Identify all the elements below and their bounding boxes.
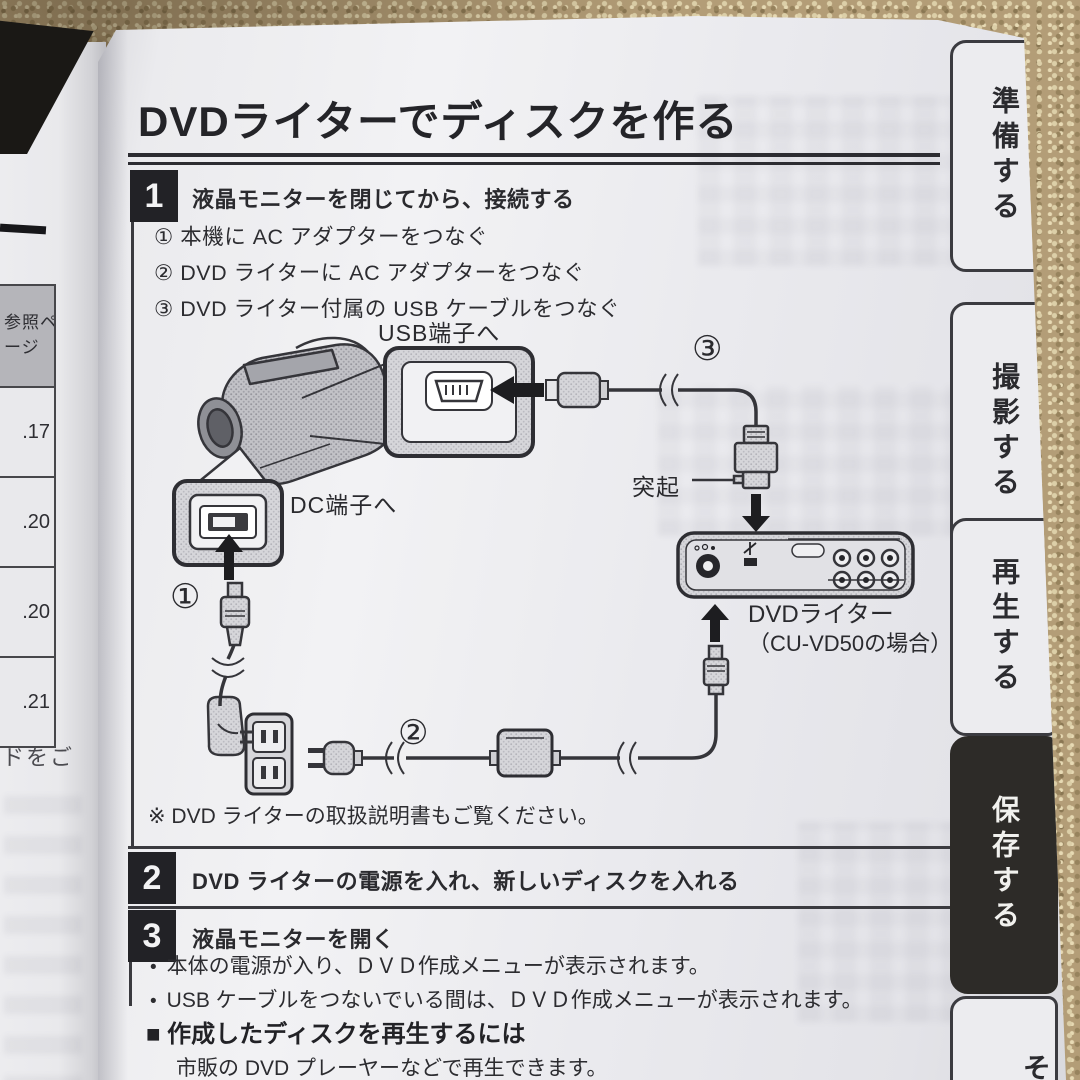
title-underline bbox=[128, 162, 940, 165]
separator-line bbox=[128, 846, 1034, 849]
side-tab-save: 保存する bbox=[950, 736, 1058, 994]
reference-page-table: 参照ページ .17 .20 .20 .21 bbox=[0, 284, 56, 748]
left-page-partial-text: ドをご bbox=[2, 745, 75, 770]
reference-table-row: .21 bbox=[0, 656, 54, 746]
diagram-marker-2: ② bbox=[398, 714, 429, 752]
step3-heading: 液晶モニターを開く bbox=[192, 927, 395, 952]
step3-bullet-1: 本体の電源が入り、ＤＶＤ作成メニューが表示されます。 bbox=[150, 950, 710, 980]
dvd-writer-name: DVDライター bbox=[748, 601, 894, 628]
separator-line bbox=[128, 906, 1034, 909]
substep-1: ① 本機に AC アダプターをつなぐ bbox=[154, 225, 489, 249]
reference-table-row: .20 bbox=[0, 566, 54, 656]
step2-heading: DVD ライターの電源を入れ、新しいディスクを入れる bbox=[192, 869, 740, 894]
step1-heading: 液晶モニターを閉じてから、接続する bbox=[192, 187, 575, 212]
print-bleedthrough bbox=[4, 784, 82, 1080]
left-page-title-rule bbox=[0, 223, 47, 235]
usb-terminal-label: USB端子へ bbox=[378, 320, 501, 346]
connection-diagram: USB端子へ DC端子へ 突起 ① ② ③ DVDライター （CU-VD50の場… bbox=[140, 318, 952, 802]
title-underline bbox=[128, 153, 940, 157]
step1-number: 1 bbox=[130, 170, 178, 222]
side-tab-partial: そ bbox=[950, 996, 1058, 1080]
step1-note: ※ DVD ライターの取扱説明書もご覧ください。 bbox=[148, 805, 599, 828]
side-tab-prepare: 準備する bbox=[950, 40, 1058, 272]
step1-box-border bbox=[131, 172, 134, 848]
side-tab-playback: 再生する bbox=[950, 518, 1058, 736]
substep-2: ② DVD ライターに AC アダプターをつなぐ bbox=[154, 261, 585, 285]
protrusion-label: 突起 bbox=[632, 474, 680, 500]
playback-section-heading: ■ 作成したディスクを再生するには bbox=[146, 1021, 526, 1048]
reference-table-row: .17 bbox=[0, 386, 54, 476]
diagram-marker-3: ③ bbox=[692, 330, 723, 368]
step3-bullet-2: USB ケーブルをつないでいる間は、ＤＶＤ作成メニューが表示されます。 bbox=[150, 984, 863, 1014]
reference-table-header: 参照ページ bbox=[0, 284, 54, 386]
diagram-marker-1: ① bbox=[170, 578, 201, 616]
connection-diagram-illustration bbox=[172, 336, 915, 796]
page-title: DVDライターでディスクを作る bbox=[138, 98, 739, 145]
reference-table-row: .20 bbox=[0, 476, 54, 566]
left-page-sliver: 参照ページ .17 .20 .20 .21 ドをご bbox=[0, 42, 106, 1080]
dvd-writer-label: DVDライター （CU-VD50の場合） bbox=[748, 600, 952, 658]
step2-number: 2 bbox=[128, 852, 176, 904]
dc-terminal-label: DC端子へ bbox=[290, 492, 398, 518]
manual-page: DVDライターでディスクを作る 1 液晶モニターを閉じてから、接続する ① 本機… bbox=[98, 16, 1066, 1080]
playback-section-text: 市販の DVD プレーヤーなどで再生できます。 bbox=[176, 1057, 608, 1080]
dvd-writer-model: （CU-VD50の場合） bbox=[748, 631, 953, 656]
substep-3: ③ DVD ライター付属の USB ケーブルをつなぐ bbox=[154, 297, 621, 321]
